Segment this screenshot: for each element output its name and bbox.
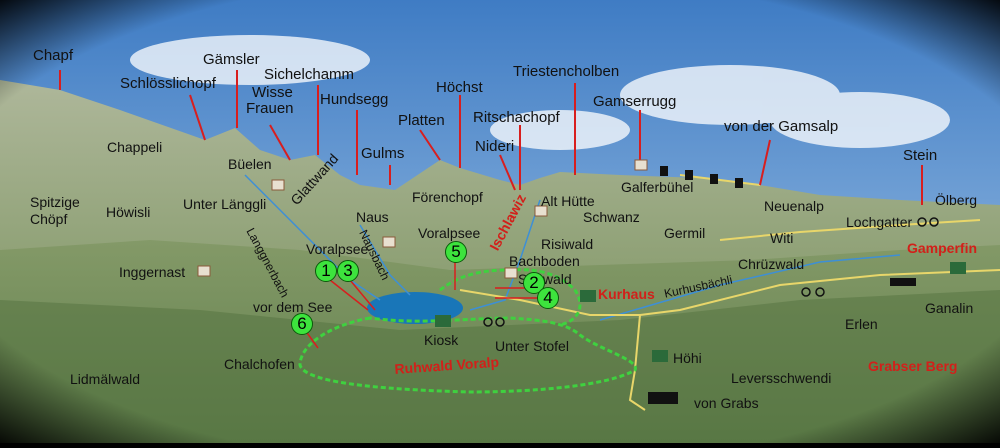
place-germil: Germil bbox=[664, 225, 706, 241]
place-voralpsee-2: Voralpsee bbox=[418, 225, 481, 241]
place-von-grabs: von Grabs bbox=[694, 395, 759, 411]
peak-von-der-gamsalp: von der Gamsalp bbox=[724, 118, 839, 135]
place-spitzige: Spitzige bbox=[30, 194, 80, 210]
place-inggernast: Inggernast bbox=[119, 264, 186, 280]
peak-nideri: Nideri bbox=[475, 138, 515, 155]
place-naus: Naus bbox=[356, 209, 389, 225]
place-voralpsee-1: Voralpsee bbox=[306, 241, 369, 257]
place-erlen: Erlen bbox=[845, 316, 878, 332]
place-risiwald: Risiwald bbox=[541, 236, 594, 252]
place-foerenchopf: Förenchopf bbox=[412, 189, 483, 205]
place-gamperfin: Gamperfin bbox=[907, 240, 978, 256]
place-alt-huette: Alt Hütte bbox=[541, 193, 595, 209]
place-leversschwendi: Leversschwendi bbox=[731, 370, 832, 386]
place-oelberg: Ölberg bbox=[935, 192, 978, 208]
place-lidmaelwald: Lidmälwald bbox=[70, 371, 141, 387]
peak-chapf: Chapf bbox=[33, 47, 74, 64]
place-kiosk: Kiosk bbox=[424, 332, 459, 348]
marker-1[interactable]: 1 bbox=[315, 260, 337, 282]
place-chalchofen: Chalchofen bbox=[224, 356, 295, 372]
marker-6[interactable]: 6 bbox=[291, 313, 313, 335]
peak-ritschachopf: Ritschachopf bbox=[473, 109, 560, 126]
place-hoewisli: Höwisli bbox=[106, 204, 151, 220]
peak-platten: Platten bbox=[398, 112, 445, 129]
marker-5[interactable]: 5 bbox=[445, 241, 467, 263]
place-schwanz: Schwanz bbox=[583, 209, 640, 225]
place-neuenalp: Neuenalp bbox=[764, 198, 824, 214]
marker-4[interactable]: 4 bbox=[537, 287, 559, 309]
marker-3[interactable]: 3 bbox=[337, 260, 359, 282]
place-bueelen: Büelen bbox=[228, 156, 272, 172]
place-unter-stofel: Unter Stofel bbox=[495, 338, 569, 354]
place-chappeli: Chappeli bbox=[107, 139, 163, 155]
place-galferbuehel: Galferbühel bbox=[621, 179, 694, 195]
place-grabser-berg: Grabser Berg bbox=[868, 358, 958, 374]
peak-sichelchamm: Sichelchamm bbox=[264, 66, 355, 83]
place-chruezwald: Chrüzwald bbox=[738, 256, 805, 272]
marker-2[interactable]: 2 bbox=[523, 272, 545, 294]
peak-stein: Stein bbox=[903, 147, 938, 164]
peak-gamserrugg: Gamserrugg bbox=[593, 93, 677, 110]
place-lochgatter: Lochgatter bbox=[846, 214, 913, 230]
peak-triestencholben: Triestencholben bbox=[513, 63, 620, 80]
peak-schloesslichopf: Schlösslichopf bbox=[120, 75, 216, 92]
place-ganalin: Ganalin bbox=[925, 300, 974, 316]
place-choepf: Chöpf bbox=[30, 211, 68, 227]
place-bachboden: Bachboden bbox=[509, 253, 580, 269]
place-vor-dem-see: vor dem See bbox=[253, 299, 333, 315]
peak-gaemsler: Gämsler bbox=[203, 51, 260, 68]
peak-hoechst: Höchst bbox=[436, 79, 483, 96]
place-hoehi: Höhi bbox=[673, 350, 702, 366]
place-unter-laenggli: Unter Länggli bbox=[183, 196, 267, 212]
peak-frauen: Frauen bbox=[246, 100, 294, 117]
peak-wisse: Wisse bbox=[252, 84, 293, 101]
place-witi: Witi bbox=[770, 230, 794, 246]
peak-hundsegg: Hundsegg bbox=[320, 91, 389, 108]
peak-gulms: Gulms bbox=[361, 145, 405, 162]
place-kurhaus: Kurhaus bbox=[598, 286, 655, 302]
